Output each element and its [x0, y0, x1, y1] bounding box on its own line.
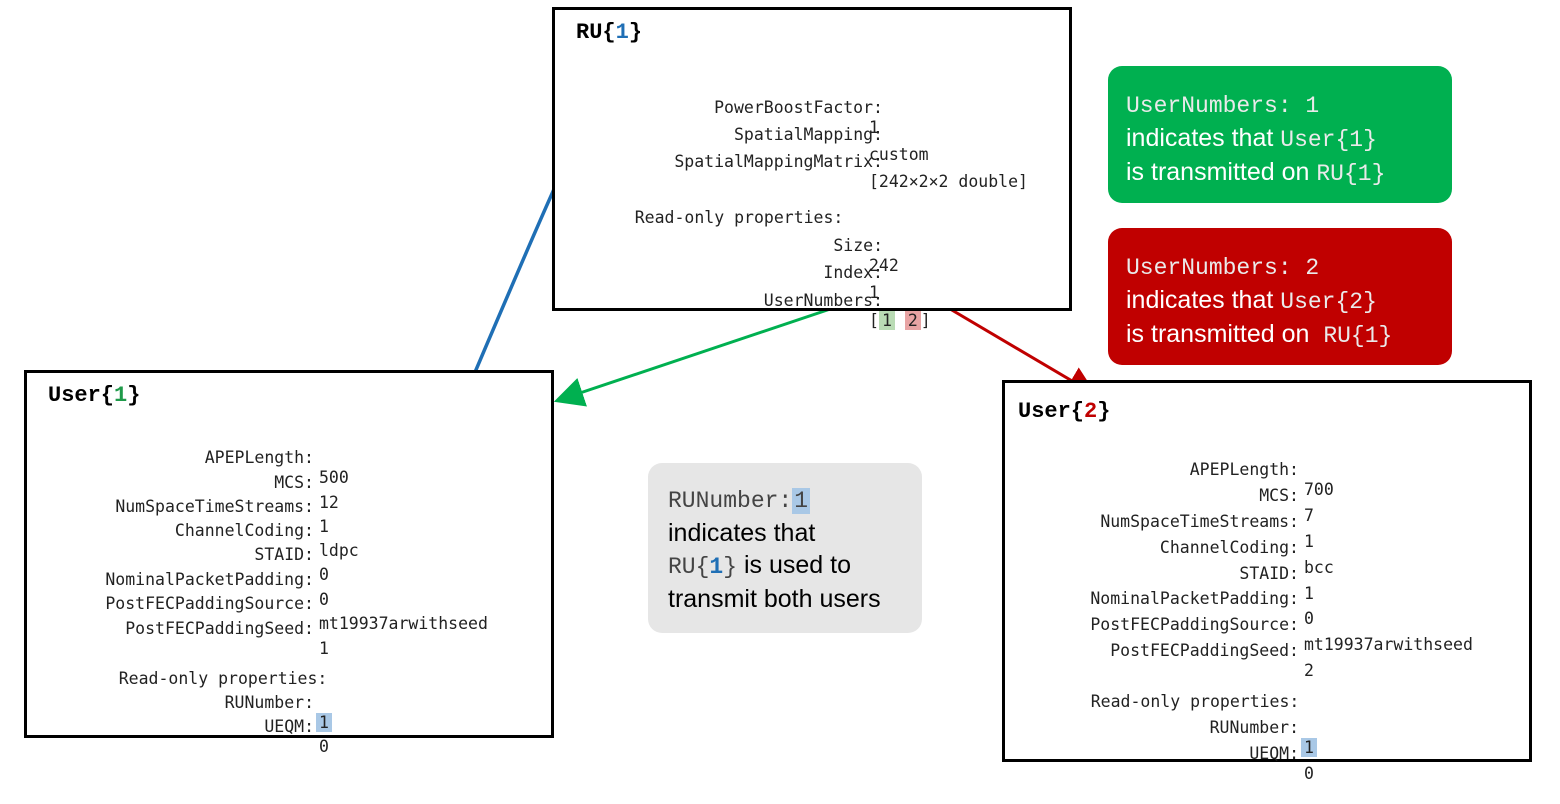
user1-runumber-highlight: 1: [316, 713, 332, 732]
user2-readonly-label: Read-only properties:: [1090, 692, 1300, 711]
ru-readonly-label: Read-only properties:: [634, 208, 844, 227]
callout-green-line1: UserNumbers: 1: [1126, 93, 1320, 119]
ru-prop-usernumbers: UserNumbers: [1 2]: [763, 291, 931, 330]
user2-prop-postfecpaddingsource: PostFECPaddingSource: mt19937arwithseed: [1090, 615, 1473, 654]
callout-red-line2: indicates that User{2}: [1126, 286, 1377, 315]
user2-prop-staid: STAID: 1: [1239, 564, 1314, 603]
user1-prop-nominalpacketpadding: NominalPacketPadding: 0: [105, 570, 329, 609]
user1-prop-postfecpaddingsource: PostFECPaddingSource: mt19937arwithseed: [105, 594, 488, 633]
user2-prop-numspacetimestreams: NumSpaceTimeStreams: 1: [1100, 512, 1314, 551]
callout-red-line1: UserNumbers: 2: [1126, 255, 1320, 281]
callout-runumber: RUNumber:1 indicates that RU{1} is used …: [648, 463, 922, 633]
user1-prop-apeplength: APEPLength: 500: [204, 448, 349, 487]
ru-prop-index: Index: 1: [823, 263, 883, 302]
usernumber-2-highlight: 2: [904, 311, 921, 330]
user1-panel: User{1} APEPLength: 500 MCS: 12 NumSpace…: [24, 370, 554, 756]
user2-prop-ueqm: UEQM: 0: [1249, 744, 1314, 783]
callout-gray-line1: RUNumber:1: [668, 488, 811, 514]
callout-usernumbers-1: UserNumbers: 1 indicates that User{1} is…: [1108, 66, 1452, 203]
user1-prop-numspacetimestreams: NumSpaceTimeStreams: 1: [115, 497, 329, 536]
arrow-usernumber1-to-user1: [553, 293, 873, 407]
ru-prop-powerboostfactor: PowerBoostFactor: 1: [714, 98, 883, 137]
callout-gray-line2: indicates that: [668, 519, 816, 547]
user2-panel: User{2} APEPLength: 700 MCS: 7 NumSpaceT…: [1002, 380, 1532, 783]
callout-green-line2: indicates that User{1}: [1126, 124, 1377, 153]
user2-prop-postfecpaddingseed: PostFECPaddingSeed: 2: [1110, 641, 1314, 680]
user2-prop-channelcoding: ChannelCoding: bcc: [1159, 538, 1334, 577]
callout-red-line3: is transmitted on RU{1}: [1126, 320, 1393, 349]
user2-panel-title: User{2}: [1018, 399, 1111, 424]
ru-panel-title: RU{1}: [576, 20, 643, 45]
callout-gray-line4: transmit both users: [668, 585, 881, 613]
ru-panel: RU{1} PowerBoostFactor: 1 SpatialMapping…: [552, 7, 1072, 330]
ru-prop-spatialmapping: SpatialMapping: custom: [733, 125, 929, 164]
user2-prop-nominalpacketpadding: NominalPacketPadding: 0: [1090, 589, 1314, 628]
user2-runumber-highlight: 1: [1301, 738, 1317, 757]
ru-prop-size: Size: 242: [833, 236, 899, 275]
callout-gray-line3: RU{1} is used to: [668, 551, 851, 580]
user2-prop-apeplength: APEPLength: 700: [1189, 460, 1334, 499]
user1-prop-staid: STAID: 0: [254, 545, 329, 584]
user2-prop-mcs: MCS: 7: [1259, 486, 1314, 525]
user1-panel-title: User{1}: [48, 383, 141, 408]
user1-prop-mcs: MCS: 12: [274, 473, 339, 512]
usernumber-1-highlight: 1: [878, 311, 895, 330]
ru-prop-spatialmappingmatrix: SpatialMappingMatrix: [242×2×2 double]: [674, 152, 1028, 191]
callout-usernumbers-2: UserNumbers: 2 indicates that User{2} is…: [1108, 228, 1452, 365]
callout-green-line3: is transmitted on RU{1}: [1126, 158, 1386, 187]
user1-prop-ueqm: UEQM: 0: [264, 717, 329, 756]
user1-readonly-label: Read-only properties:: [118, 669, 328, 688]
user2-prop-runumber: RUNumber: 1: [1005, 698, 1535, 778]
user1-prop-postfecpaddingseed: PostFECPaddingSeed: 1: [125, 619, 329, 658]
user1-prop-channelcoding: ChannelCoding: ldpc: [174, 521, 359, 560]
user1-prop-runumber: RUNumber: 1: [27, 673, 557, 753]
